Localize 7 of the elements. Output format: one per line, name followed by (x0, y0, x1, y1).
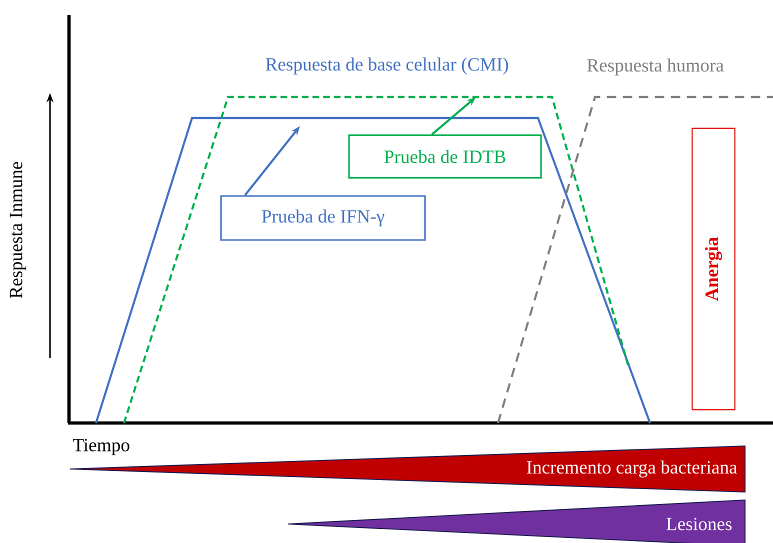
axis-label: Respuesta Inmune (10, 162, 26, 298)
label-box: Prueba de IDTB (348, 134, 542, 179)
curve-label: Respuesta de base celular (CMI) (266, 58, 508, 74)
wedge-bar: Lesiones (287, 499, 746, 543)
label-box: Prueba de IFN-γ (220, 195, 426, 241)
label-box: Anergia (692, 128, 736, 410)
curve-label: Respuesta humora (587, 58, 724, 76)
